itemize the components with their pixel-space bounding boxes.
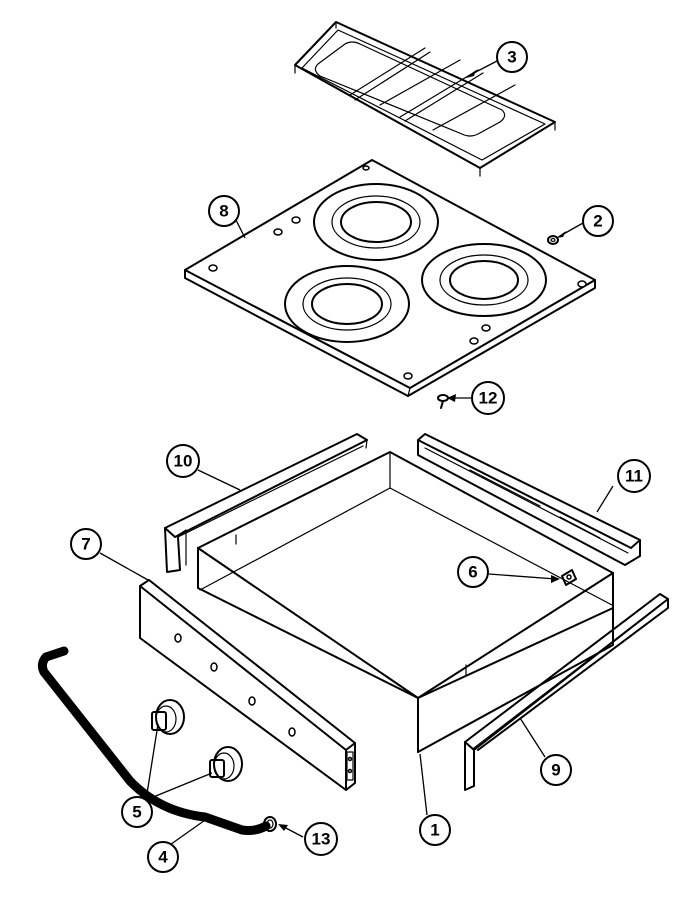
callout-7: 7 [70, 528, 102, 560]
svg-text:10: 10 [174, 452, 193, 471]
svg-text:11: 11 [625, 467, 643, 486]
cooktop-panel [184, 159, 596, 397]
svg-text:3: 3 [507, 48, 516, 67]
leader-lines [99, 60, 614, 848]
front-trim [464, 593, 669, 791]
callout-6: 6 [457, 556, 489, 588]
callout-2: 2 [582, 205, 614, 237]
control-panel [139, 579, 356, 791]
svg-text:13: 13 [312, 830, 331, 849]
callout-13: 13 [304, 822, 338, 856]
callout-1: 1 [419, 814, 451, 846]
screw [437, 394, 449, 409]
callout-8: 8 [208, 195, 240, 227]
svg-text:4: 4 [158, 848, 168, 867]
left-side-trim [164, 433, 368, 573]
grate [294, 21, 556, 177]
svg-text:1: 1 [430, 821, 439, 840]
svg-text:6: 6 [468, 563, 477, 582]
callout-4: 4 [147, 841, 179, 873]
tube [37, 646, 271, 835]
callout-11: 11 [617, 459, 651, 493]
svg-text:12: 12 [479, 389, 498, 408]
callout-9: 9 [540, 754, 572, 786]
knob-lower [209, 746, 243, 782]
callout-3: 3 [496, 41, 528, 73]
svg-text:7: 7 [81, 535, 90, 554]
grommet [263, 816, 277, 832]
callout-10: 10 [166, 444, 200, 478]
clip [561, 569, 577, 586]
knob-upper [151, 699, 185, 735]
nut [547, 235, 559, 245]
svg-text:2: 2 [593, 212, 602, 231]
callout-12: 12 [471, 381, 505, 415]
body-box [197, 451, 614, 753]
callout-5: 5 [121, 796, 153, 828]
rear-trim [417, 433, 641, 566]
svg-text:8: 8 [219, 202, 228, 221]
svg-text:5: 5 [132, 803, 141, 822]
svg-text:9: 9 [551, 761, 560, 780]
